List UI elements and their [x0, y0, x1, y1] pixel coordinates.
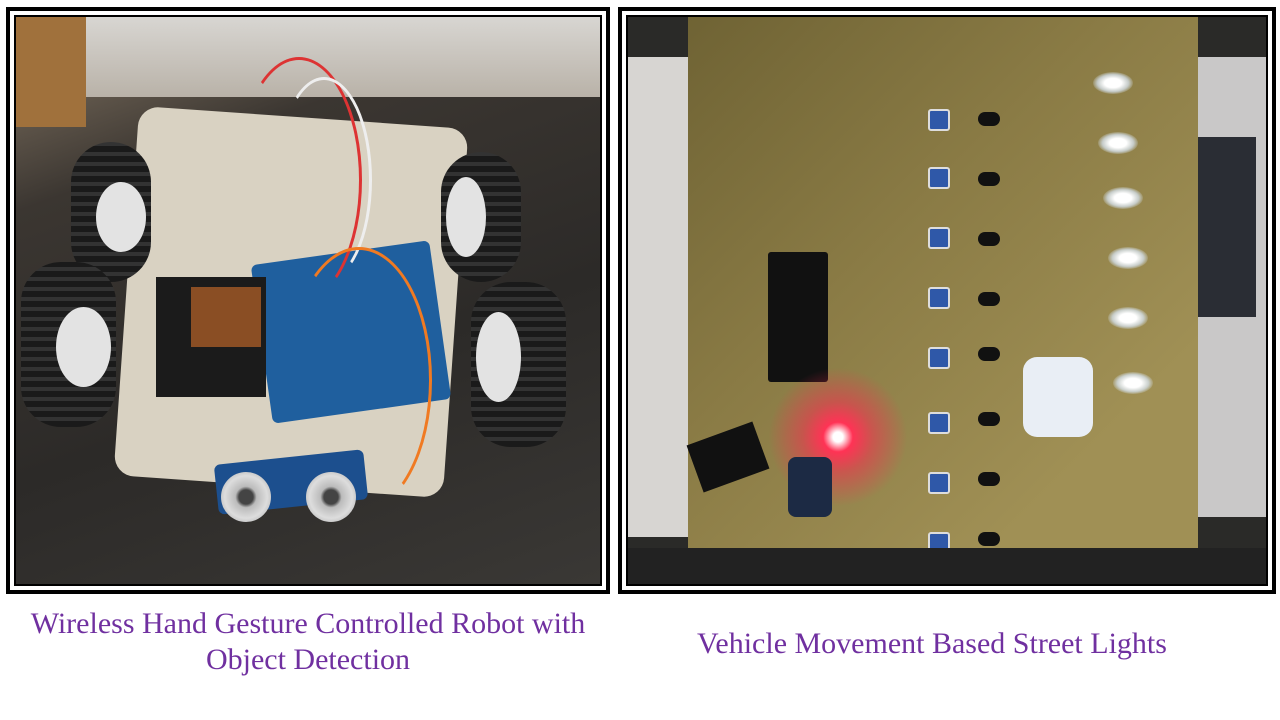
wheel: [71, 142, 151, 282]
sensor-box: [1023, 357, 1093, 437]
street-led: [1093, 72, 1133, 94]
street-lights-photo-frame: [618, 7, 1276, 594]
wheel: [471, 282, 566, 447]
street-led: [1108, 307, 1148, 329]
street-led: [1108, 247, 1148, 269]
wheel: [441, 152, 521, 282]
wheel: [21, 262, 116, 427]
street-lights-photo: [626, 15, 1268, 586]
street-lights-caption: Vehicle Movement Based Street Lights: [697, 627, 1167, 660]
ic-chip: [768, 252, 828, 382]
street-led: [1098, 132, 1138, 154]
street-led: [1103, 187, 1143, 209]
capacitor: [788, 457, 832, 517]
street-led: [1113, 372, 1153, 394]
robot-caption: Wireless Hand Gesture Controlled Robot w…: [30, 607, 586, 676]
robot-photo: [14, 15, 602, 586]
robot-photo-frame: [6, 7, 610, 594]
sensor-eye: [221, 472, 271, 522]
pcb: [191, 287, 261, 347]
